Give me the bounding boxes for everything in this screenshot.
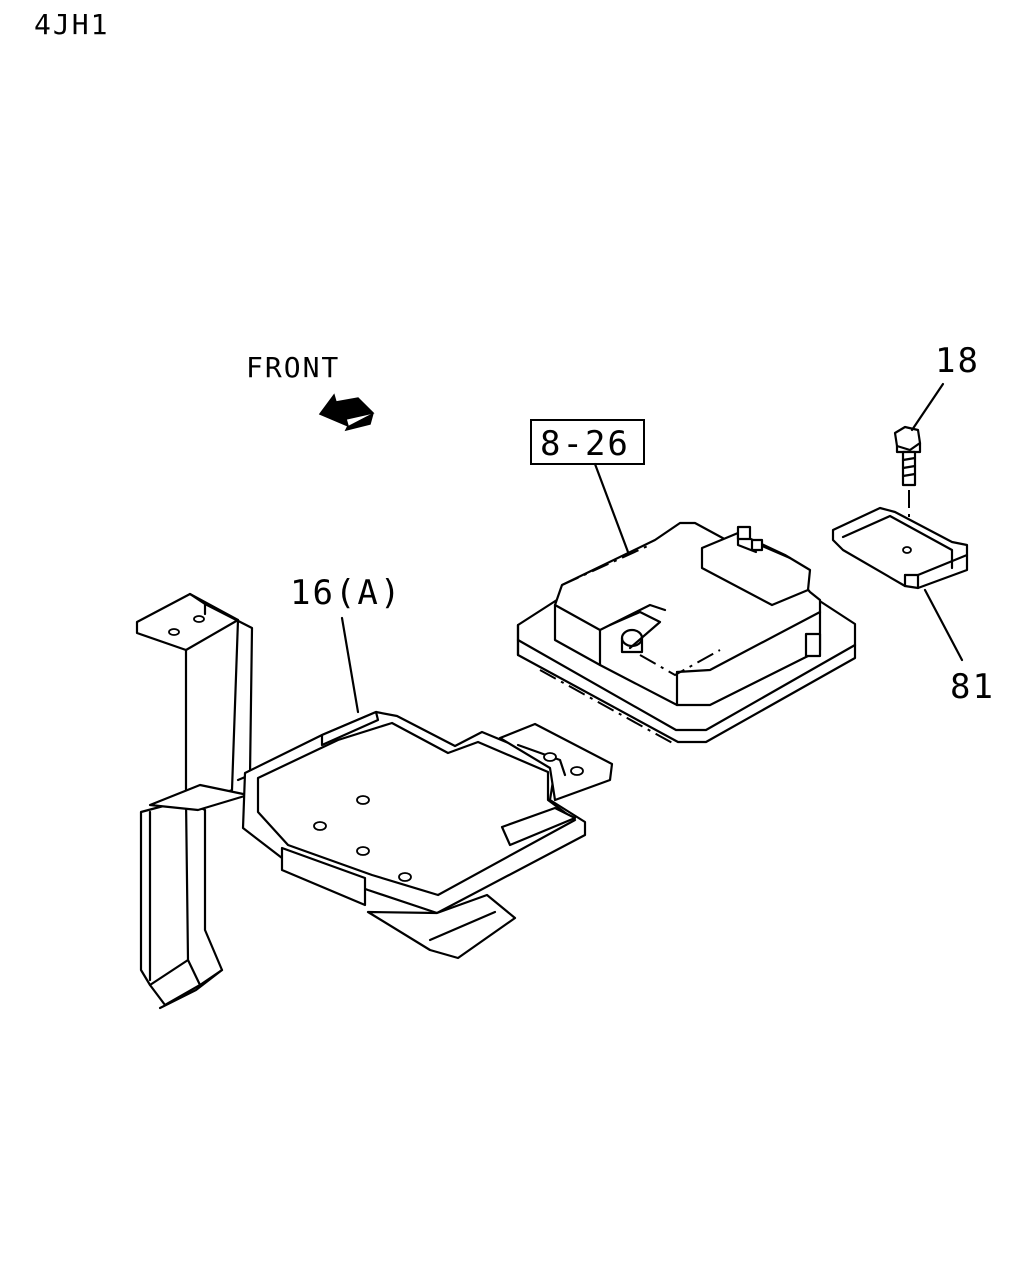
engine-code: 4JH1 <box>34 8 109 41</box>
leader-bracket <box>340 616 360 714</box>
front-label: FRONT <box>246 351 340 384</box>
leader-clamp <box>923 588 964 662</box>
leader-bolt <box>910 382 945 432</box>
front-arrow-icon <box>318 393 375 432</box>
bracket-part <box>135 592 614 1010</box>
bolt-part <box>893 425 922 550</box>
callout-box <box>530 419 645 465</box>
control-unit-part <box>516 521 857 746</box>
callout-control-unit: 8-26 <box>540 424 630 464</box>
callout-clamp: 81 <box>950 667 995 707</box>
callout-bracket: 16(A) <box>290 573 402 613</box>
callout-bolt: 18 <box>935 341 980 381</box>
clamp-part <box>831 506 969 590</box>
leader-control-unit <box>593 462 630 554</box>
